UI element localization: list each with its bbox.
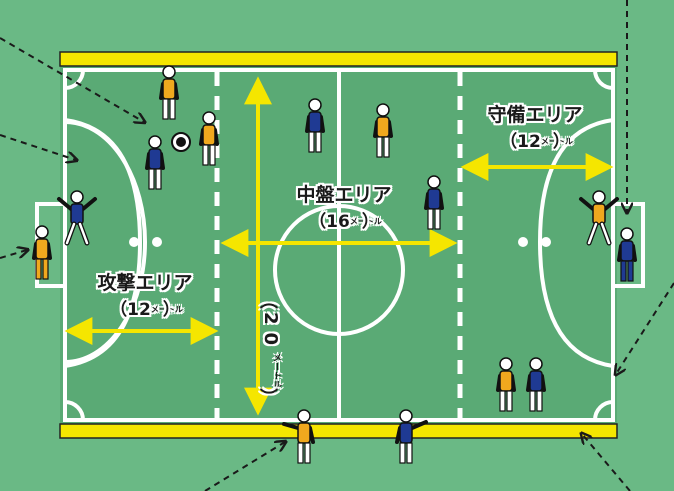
players (32, 65, 637, 464)
player-figure-icon (373, 103, 393, 158)
touchline-top (59, 51, 618, 67)
movement-line-1 (0, 37, 144, 122)
player-figure-icon (32, 225, 52, 280)
player-figure-icon (579, 190, 619, 246)
player-figure-icon (305, 98, 325, 153)
spots (129, 237, 551, 247)
movement-line-6 (582, 434, 631, 491)
player-figure-icon (617, 227, 637, 282)
movement-line-5 (616, 282, 674, 374)
player-figure-icon (199, 111, 219, 166)
player-figure-icon (57, 190, 97, 246)
pitch-length-value: 20 (260, 312, 281, 354)
measurement-arrows (64, 76, 614, 416)
midfield-width-unit: メートル (349, 217, 382, 226)
field-lines (35, 68, 645, 422)
movement-line-2 (0, 134, 76, 160)
midfield-zone-label: 中盤エリア （16メートル） (279, 180, 409, 232)
player-figure-icon (282, 409, 315, 464)
pitch-length-label: ︵ 20 メートル ︶ (260, 291, 281, 410)
movement-line-7 (204, 442, 285, 491)
defense-zone-name: 守備エリア (487, 104, 583, 126)
defense-zone-width: （12メートル） (500, 132, 573, 152)
defense-width-unit: メートル (540, 137, 573, 146)
attack-zone-label: 攻撃エリア （12メートル） (80, 268, 210, 320)
player-figure-icon (159, 65, 179, 120)
player-figure-icon (496, 357, 516, 412)
player-figure-icon (424, 175, 444, 230)
attack-zone-name: 攻撃エリア (97, 272, 193, 294)
defense-zone-label: 守備エリア （12メートル） (470, 100, 600, 152)
touchline-bottom (59, 423, 618, 439)
pitch-length-unit: メートル (271, 353, 281, 390)
soccer-ball-icon (171, 132, 191, 152)
attack-zone-width: （12メートル） (110, 300, 183, 320)
midfield-width-value: 16 (326, 212, 350, 232)
player-figure-icon (526, 357, 546, 412)
movement-line-3 (0, 250, 27, 259)
attack-width-unit: メートル (150, 305, 183, 314)
player-figure-icon (145, 135, 165, 190)
midfield-zone-name: 中盤エリア (296, 184, 392, 206)
attack-width-value: 12 (127, 300, 151, 320)
defense-width-value: 12 (517, 132, 541, 152)
midfield-zone-width: （16メートル） (309, 212, 382, 232)
player-figure-icon (395, 409, 428, 464)
